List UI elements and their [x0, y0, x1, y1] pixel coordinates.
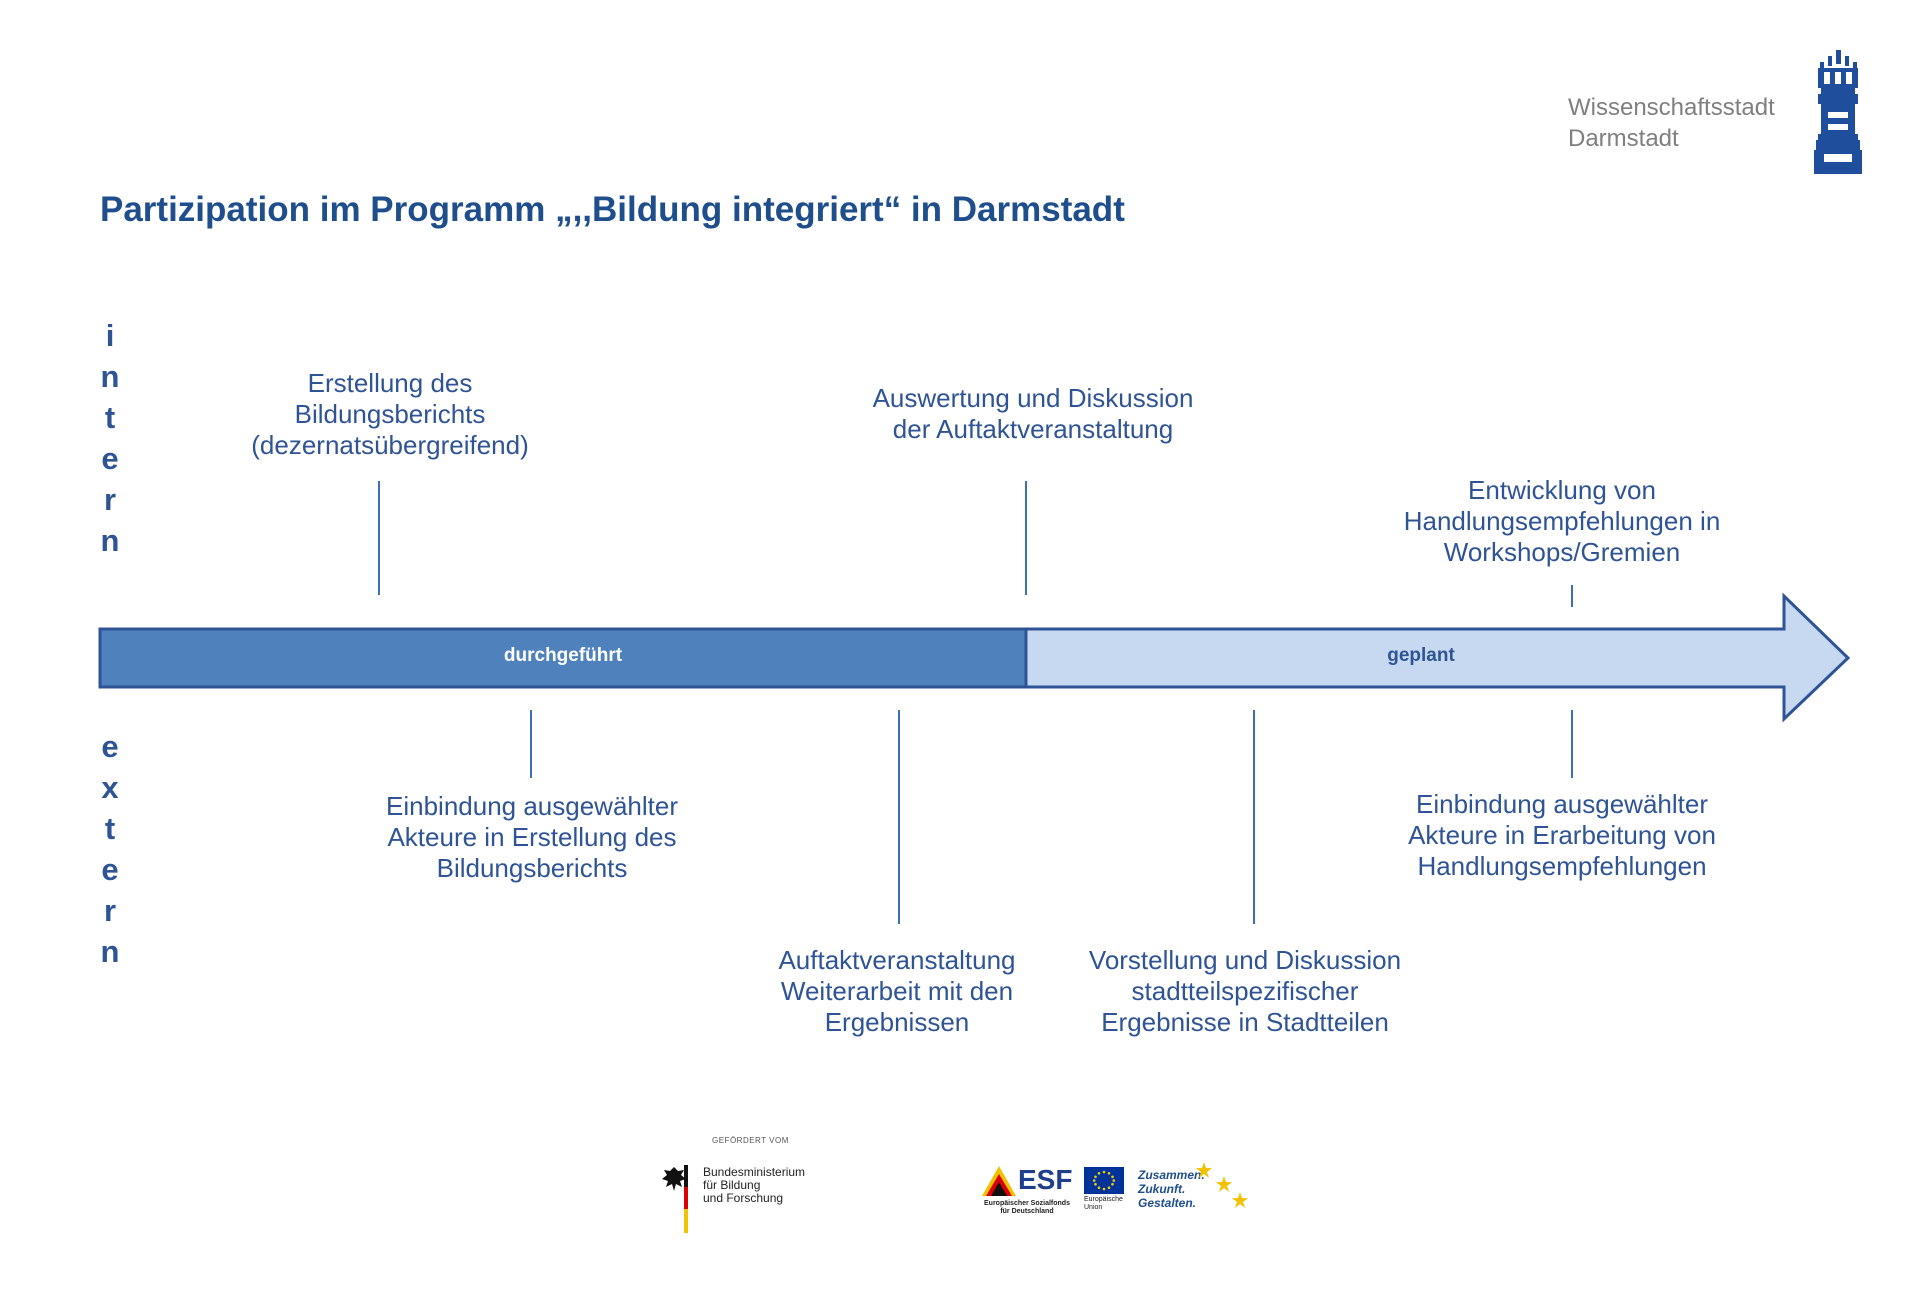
planned-label: geplant	[1387, 645, 1455, 666]
funded-by-label: GEFÖRDERT VOM	[712, 1136, 789, 1145]
darmstadt-tower-logo	[1814, 50, 1862, 174]
federal-eagle-icon	[662, 1165, 688, 1233]
done-segment	[98, 627, 1028, 689]
done-label: durchgeführt	[503, 645, 623, 666]
stars-icon	[1196, 1162, 1248, 1208]
eu-flag-icon	[1084, 1167, 1124, 1194]
tick-extern-1	[530, 710, 532, 778]
slogan-text: Zusammen.Zukunft.Gestalten.	[1138, 1168, 1205, 1210]
page-title: Partizipation im Programm „,,Bildung int…	[100, 190, 1125, 229]
tick-extern-3	[1253, 710, 1255, 924]
tick-extern-4	[1571, 710, 1573, 778]
esf-logo-text: ESF	[1018, 1164, 1073, 1195]
brand-line-1: Wissenschaftsstadt	[1568, 94, 1775, 121]
tick-extern-2	[898, 710, 900, 924]
tick-intern-2	[1025, 481, 1027, 595]
esf-flag-icon	[982, 1166, 1016, 1196]
planned-segment	[1024, 592, 1851, 723]
city-brand: Wissenschaftsstadt Darmstadt	[1568, 92, 1775, 154]
tick-intern-3	[1571, 585, 1573, 607]
brand-line-2: Darmstadt	[1568, 125, 1679, 152]
tick-intern-1	[378, 481, 380, 595]
